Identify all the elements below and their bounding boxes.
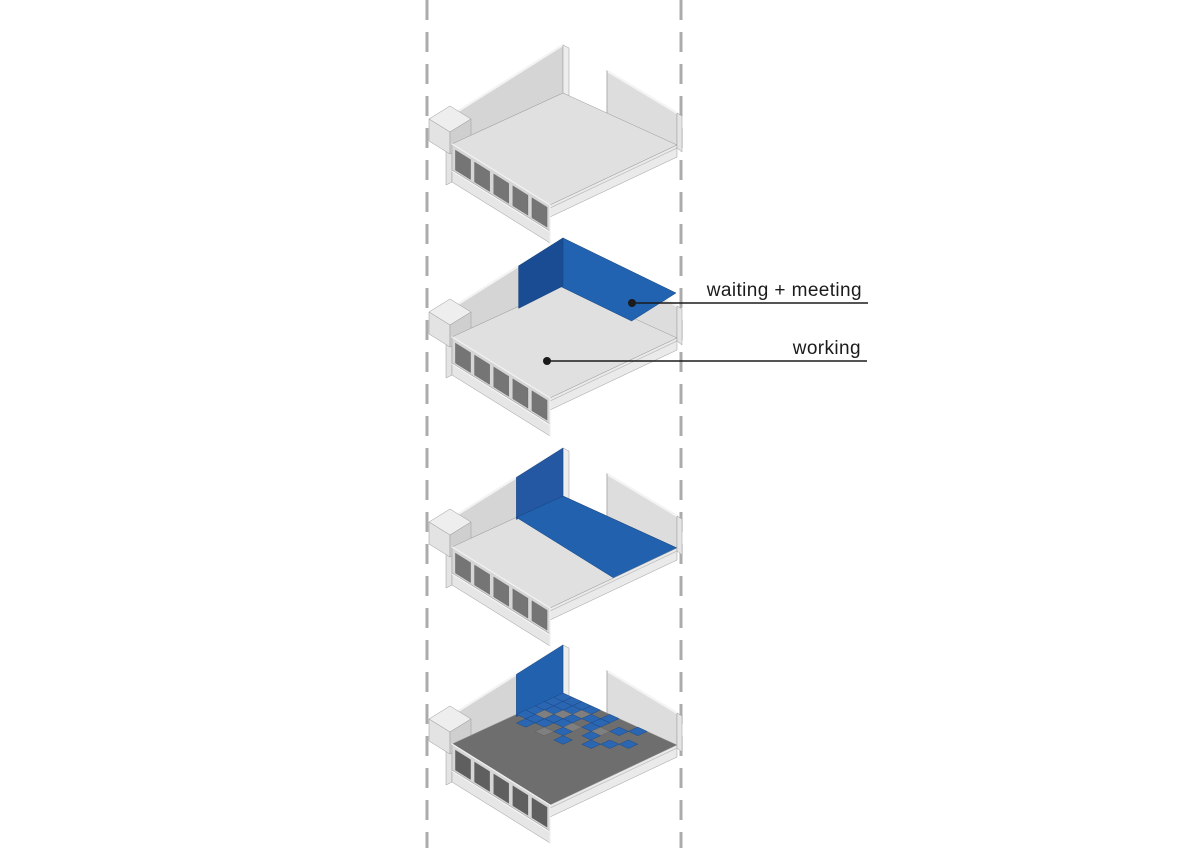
label-waiting-meeting: waiting + meeting <box>706 280 862 301</box>
leader-working <box>543 357 867 365</box>
diagram-level-3-zoning-refined <box>425 443 690 648</box>
diagram-level-4-materialization <box>425 640 690 845</box>
diagram-level-2-zoning <box>425 233 690 438</box>
leader-waiting-meeting <box>628 299 868 307</box>
leader-dot-waiting-meeting <box>628 299 636 307</box>
diagram-level-1-shell <box>425 40 690 245</box>
label-working: working <box>792 338 861 359</box>
leader-dot-working <box>543 357 551 365</box>
